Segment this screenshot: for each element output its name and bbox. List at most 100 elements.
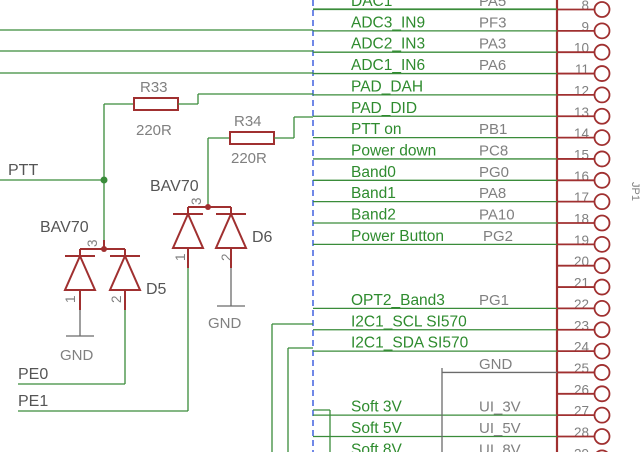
connector-row: GND xyxy=(442,356,557,374)
r33-ref: R33 xyxy=(140,79,168,96)
connector-row: Band1 PA8 xyxy=(313,185,557,203)
pin-number: 10 xyxy=(574,41,589,56)
d6-ref: D6 xyxy=(252,229,273,246)
d6-pin1: 1 xyxy=(173,253,188,261)
connector-row: PAD_DID xyxy=(313,100,557,117)
soft-supply-wires xyxy=(313,368,443,452)
net-label: ADC2_IN3 xyxy=(351,36,425,53)
net-label: PAD_DID xyxy=(351,100,417,117)
pin-number: 18 xyxy=(574,212,589,227)
port-label: PA10 xyxy=(479,207,515,224)
pin-circle xyxy=(593,406,611,424)
pe1-net-label: PE1 xyxy=(18,393,48,410)
pin-number: 8 xyxy=(581,0,589,13)
r33-value: 220R xyxy=(136,122,172,139)
connector-pins: 8910111213141516171819202122232425262728… xyxy=(557,0,611,452)
port-label: PA8 xyxy=(479,185,506,202)
pin-circle xyxy=(593,235,611,253)
pin-circle xyxy=(593,65,611,82)
left-bus-lines xyxy=(0,8,557,74)
port-label: PC8 xyxy=(479,142,508,159)
pin-circle xyxy=(593,321,611,339)
port-label: UI_8V xyxy=(479,441,521,452)
connector-row: Band0 PG0 xyxy=(313,164,557,181)
pin-number: 22 xyxy=(574,297,589,312)
pin-circle xyxy=(593,428,611,445)
pin-circle xyxy=(593,22,611,40)
d5-gnd-label: GND xyxy=(60,347,94,364)
ptt-net: PTT xyxy=(0,104,108,240)
pin-number: 19 xyxy=(574,233,589,248)
d5-pin2: 2 xyxy=(109,295,124,303)
connector-row: OPT2_Band3 PG1 xyxy=(313,292,557,310)
pin-circle xyxy=(593,43,611,61)
diode-d5: BAV70 D5 3 1 2 GND PE0 xyxy=(18,219,167,385)
resistor-r34: R34 220R xyxy=(207,113,313,205)
net-label: Band2 xyxy=(351,207,396,224)
port-label: PG1 xyxy=(479,292,509,309)
pin-number: 20 xyxy=(574,254,589,269)
port-label: PA3 xyxy=(479,36,506,53)
pin-circle xyxy=(593,278,611,296)
d5-ref: D5 xyxy=(146,281,167,298)
pin-number: 23 xyxy=(574,318,589,333)
pin-circle xyxy=(593,257,611,275)
net-label: Power down xyxy=(351,142,436,159)
pin-number: 17 xyxy=(574,190,589,205)
d5-pin3: 3 xyxy=(85,239,100,247)
connector-row: I2C1_SCL SI570 xyxy=(313,313,557,331)
pe0-net-label: PE0 xyxy=(18,366,48,383)
connector-jp1: 8910111213141516171819202122232425262728… xyxy=(555,0,640,452)
d5-pin1: 1 xyxy=(63,295,78,303)
d5-part: BAV70 xyxy=(40,219,89,236)
pin-circle xyxy=(593,107,611,125)
connector-row: Power down PC8 xyxy=(313,142,557,160)
net-label: Band1 xyxy=(351,185,396,202)
pin-number: 9 xyxy=(581,19,589,34)
net-label: PAD_DAH xyxy=(351,78,423,95)
pin-circle xyxy=(593,171,611,189)
net-label: I2C1_SDA SI570 xyxy=(351,335,469,352)
net-label: Power Button xyxy=(351,228,444,245)
pin-number: 11 xyxy=(575,62,589,77)
pin-circle xyxy=(593,193,611,211)
pin-number: 29 xyxy=(574,446,589,452)
port-label: PG0 xyxy=(479,164,509,181)
connector-ref: JP1 xyxy=(629,182,640,201)
net-label: DAC1 xyxy=(351,0,392,10)
connector-row: ADC2_IN3 PA3 xyxy=(313,36,557,53)
diode-d6: BAV70 D6 3 1 2 GND PE1 xyxy=(18,178,273,412)
pin-number: 25 xyxy=(574,361,589,376)
pin-number: 24 xyxy=(574,340,590,355)
net-label: Soft 3V xyxy=(351,399,402,416)
d6-part: BAV70 xyxy=(150,178,199,195)
net-label: ADC1_IN6 xyxy=(351,57,425,74)
pin-number: 14 xyxy=(574,126,590,141)
port-label: GND xyxy=(479,356,513,373)
net-label: OPT2_Band3 xyxy=(351,292,445,309)
pin-number: 16 xyxy=(574,169,589,184)
pin-circle xyxy=(593,129,611,147)
net-label: Band0 xyxy=(351,164,396,181)
net-label: ADC3_IN9 xyxy=(351,14,425,31)
connector-row: I2C1_SDA SI570 xyxy=(313,335,557,352)
ptt-net-label: PTT xyxy=(8,162,38,179)
pin-circle xyxy=(593,342,611,360)
connector-row: PAD_DAH xyxy=(313,78,557,96)
port-label: UI_5V xyxy=(479,420,521,437)
pin-number: 27 xyxy=(574,404,589,419)
d6-gnd-label: GND xyxy=(208,315,242,332)
pin-number: 21 xyxy=(574,276,589,291)
pin-circle xyxy=(593,364,611,381)
port-label: PA5 xyxy=(479,0,506,10)
pin-number: 12 xyxy=(574,83,589,98)
connector-row: Soft 8V UI_8V xyxy=(351,441,521,452)
net-label: Soft 8V xyxy=(351,441,402,452)
pin-circle xyxy=(593,150,611,168)
pin-number: 28 xyxy=(574,425,589,440)
